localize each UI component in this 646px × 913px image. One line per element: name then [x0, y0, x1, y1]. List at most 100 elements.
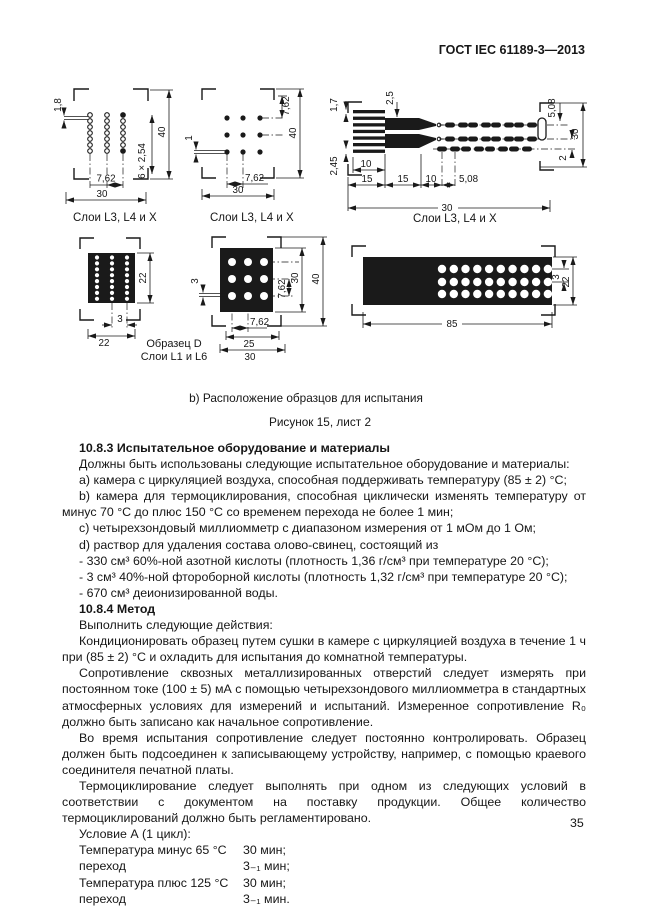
feed-lines [194, 150, 225, 154]
condition-value: 30 мин; [243, 843, 286, 858]
dim-label-1: 1 [184, 135, 195, 140]
list-item-d-sub1: - 330 см³ 60%-ной азотной кислоты (плотн… [79, 553, 549, 568]
condition-row: переход 3₋₁ мин. [79, 891, 586, 907]
corner-marks [201, 88, 275, 179]
drawing-specimen-d-columns-l1l6: 22 3 22 [79, 237, 154, 349]
dim-label-22-right: 22 [138, 273, 149, 284]
dim-label-6x254: 6 × 2,54 [137, 143, 148, 179]
dim-label-1-8: 1,8 [53, 98, 64, 112]
dim-label-10b: 10 [426, 174, 437, 185]
dim-label-5-08-right: 5,08 [547, 98, 558, 118]
dim-label-7-62-bot: 7,62 [250, 317, 269, 328]
dim-label-1-7: 1,7 [329, 98, 340, 112]
dim-label-22-bot: 22 [99, 338, 110, 349]
hole-pattern [94, 255, 130, 301]
drawing-coupon-3x3-l3l4x: 1 7,62 40 7,62 30 [184, 88, 304, 200]
dim-label-22: 22 [561, 277, 572, 288]
list-item-d-sub2: - 3 см³ 40%-ной фтороборной кислоты (пло… [79, 569, 568, 584]
condition-row: переход 3₋₁ мин; [79, 858, 586, 874]
dim-label-30: 30 [97, 189, 108, 200]
figure-area: 1,8 7,62 30 6 × 2,54 40 Слои L3, L4 и X [0, 0, 646, 440]
drawing1-caption: Слои L3, L4 и X [73, 212, 157, 224]
dim-label-85: 85 [447, 319, 458, 330]
dimension-lines: 1 7,62 40 7,62 30 [184, 88, 304, 200]
dimension-lines: 22 3 22 [87, 252, 154, 349]
drawing2-caption: Слои L3, L4 и X [210, 212, 294, 224]
corner-marks [73, 88, 149, 180]
list-item-a: a) камера с циркуляцией воздуха, способн… [79, 473, 567, 488]
figure-subcaption: b) Расположение образцов для испытания [189, 391, 423, 405]
list-item-c: c) четырехзондовый миллиомметр с диапазо… [79, 521, 536, 536]
hole-pattern [87, 112, 126, 188]
ground-plane [88, 253, 135, 303]
condition-a-title: Условие А (1 цикл): [79, 827, 191, 842]
pad-pattern [224, 115, 285, 188]
paragraph-monitoring: Во время испытания сопротивление следует… [62, 730, 586, 777]
dimension-lines: 3 7,62 30 40 7,62 25 30 [190, 236, 327, 363]
ground-plane [220, 248, 273, 312]
corner-marks [351, 245, 556, 316]
drawing-coupon-connector-l3l4x: 1,7 2,45 2,5 10 15 15 10 5,08 [329, 91, 587, 214]
page-number: 35 [570, 816, 584, 830]
condition-label: Температура плюс 125 °С [79, 875, 229, 890]
drawing4-caption: Образец D Слои L1 и L6 [138, 338, 210, 364]
hole-pattern [437, 264, 553, 299]
dim-label-5-08-bot: 5,08 [459, 174, 479, 185]
dim-label-7-62-bot: 7,62 [245, 173, 264, 184]
list-item-d: d) раствор для удаления состава олово-св… [79, 537, 439, 552]
drawing-coupon-columns-l3l4x: 1,8 7,62 30 6 × 2,54 40 [53, 88, 173, 204]
dim-label-2-45: 2,45 [329, 156, 340, 176]
condition-value: 3₋₁ мин. [243, 891, 290, 906]
section-10-8-4-intro: Выполнить следующие действия: [79, 618, 273, 633]
section-10-8-4-title: 10.8.4 Метод [79, 601, 156, 616]
dim-label-3: 3 [117, 314, 123, 325]
condition-row: Температура минус 65 °С 30 мин; [79, 842, 586, 858]
condition-label: переход [79, 859, 127, 874]
corner-marks [79, 237, 141, 321]
dim-label-7-62: 7,62 [96, 174, 115, 185]
body-text: 10.8.3 Испытательное оборудование и мате… [62, 440, 586, 907]
dim-label-30-bot: 30 [442, 203, 453, 214]
dim-label-10a: 10 [361, 159, 372, 170]
condition-value: 30 мин; [243, 875, 286, 890]
dim-label-40: 40 [288, 127, 299, 138]
figure-caption: Рисунок 15, лист 2 [268, 415, 372, 429]
dim-label-30: 30 [233, 185, 244, 196]
condition-row: Температура плюс 125 °С 30 мин; [79, 875, 586, 891]
dim-label-40: 40 [157, 126, 168, 137]
drawing-long-plane-grid: 3 22 85 [351, 245, 577, 330]
list-item-b: b) камера для термоциклирования, способн… [62, 489, 586, 520]
pad-rows [433, 117, 575, 152]
section-10-8-3-title: 10.8.3 Испытательное оборудование и мате… [79, 441, 390, 455]
ground-plane [363, 257, 553, 305]
feed-lines [64, 116, 88, 120]
dimension-lines: 3 22 85 [362, 256, 577, 330]
dim-label-7-62-right: 7,62 [277, 279, 288, 298]
dim-label-25: 25 [244, 339, 255, 350]
list-item-d-sub3: - 670 см³ деионизированной воды. [79, 585, 278, 600]
drawing3-caption: Слои L3, L4 и X [413, 213, 497, 225]
paragraph-resistance: Сопротивление сквозных металлизированных… [62, 666, 586, 729]
condition-label: Температура минус 65 °С [79, 843, 227, 858]
drawing-specimen-3x3-plane: 3 7,62 30 40 7,62 25 30 [190, 236, 327, 363]
comb-pattern [353, 110, 449, 153]
dim-label-30-right: 30 [290, 272, 301, 283]
paragraph-thermocycling: Термоциклирование следует выполнять при … [62, 778, 586, 826]
dim-label-2: 2 [558, 155, 569, 160]
section-10-8-3-intro: Должны быть использованы следующие испыт… [79, 457, 570, 472]
dim-label-30-bot: 30 [245, 352, 256, 363]
condition-value: 3₋₁ мин; [243, 859, 290, 874]
dim-label-2-5: 2,5 [385, 91, 396, 105]
condition-label: переход [79, 891, 127, 906]
drawing4-caption-line2: Слои L1 и L6 [140, 351, 208, 363]
dim-label-40: 40 [311, 273, 322, 284]
paragraph-conditioning: Кондиционировать образец путем сушки в к… [62, 634, 586, 665]
feed-lines [199, 293, 228, 297]
dim-label-3: 3 [551, 274, 562, 280]
dim-label-7-62-top: 7,62 [281, 96, 292, 115]
dimension-lines: 1,8 7,62 30 6 × 2,54 40 [53, 89, 173, 204]
drawing4-caption-line1: Образец D [146, 338, 202, 350]
dim-label-15a: 15 [362, 174, 373, 185]
dim-label-15b: 15 [398, 174, 409, 185]
